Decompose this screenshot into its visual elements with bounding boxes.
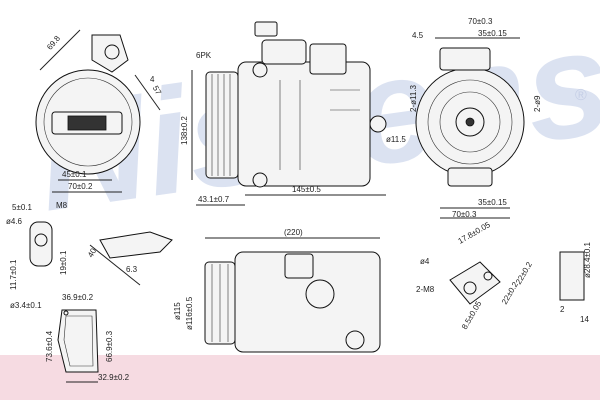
top-view-mount [345, 330, 365, 350]
dim-9-label: 2-ø9 [533, 95, 542, 112]
dim-2-label: 2 [560, 305, 565, 314]
dim-115-label: ø115 [173, 302, 182, 320]
dim-11-7-label: 11.7±0.1 [9, 259, 18, 290]
gasket-detail: ø3.4±0.1 36.9±0.2 73.6±0.4 66.9±0.3 32.9… [10, 293, 130, 383]
dim-28-4-label: ø28.4±0.1 [583, 241, 592, 278]
rear-ring-2 [439, 91, 501, 153]
rear-top-port [439, 47, 491, 71]
top-view-housing [234, 251, 381, 353]
top-view-connector [284, 253, 314, 279]
fitting-detail: 5±0.1 M8 ø4.6 19±0.1 11.7±0.1 6.3 40 [6, 201, 173, 290]
dim-32-9-label: 32.9±0.2 [98, 373, 130, 382]
rear-mount-bore [369, 115, 387, 133]
compressor-side-view-left: 69.8 57 4 45±0.1 70±0.2 [35, 29, 163, 193]
dim-3-4-label: ø3.4±0.1 [10, 301, 42, 310]
gasket-inner [63, 315, 94, 367]
rear-valve-block [309, 43, 347, 75]
gasket-hole [63, 310, 69, 316]
m8-2-label: 2-M8 [416, 285, 435, 294]
dim-19-label: 19±0.1 [59, 250, 68, 275]
dim-4-6-label: ø4.6 [6, 217, 23, 226]
dim-40-label: 40 [86, 246, 99, 259]
dim-69-label: 69.8 [45, 34, 62, 52]
dim-22-label: 22±0.2 [514, 260, 534, 286]
dim-5-label: 5±0.1 [12, 203, 33, 212]
compressor-rear-view: 70±0.3 35±0.15 4.5 2-ø11.3 2-ø9 35±0.15 … [409, 17, 542, 219]
dim-14-label: 14 [580, 315, 589, 324]
compressor-housing [237, 61, 371, 187]
flange-outline [449, 261, 501, 305]
mount-ear-top [252, 62, 268, 78]
flange-bolt-2 [483, 271, 493, 281]
footer-band [0, 355, 600, 400]
bracket-slot [67, 115, 107, 131]
flange-bolt-1 [463, 281, 477, 295]
dim-43-label: 43.1±0.7 [198, 195, 230, 204]
m8-label: M8 [56, 201, 68, 210]
dim-36-9-label: 36.9±0.2 [62, 293, 94, 302]
port-flange-detail: ø4 2-M8 17.8±0.05 22±0.2 22±0.2 8.5±0.05… [416, 220, 592, 331]
dim-line-69 [39, 29, 81, 71]
dim-66-9-label: 66.9±0.3 [105, 330, 114, 362]
dim-17-8-label: 17.8±0.05 [457, 220, 493, 246]
dim-6-3-label: 6.3 [126, 265, 138, 274]
dim-22b-label: 22±0.2 [500, 280, 520, 306]
dim-138-label: 138±0.2 [180, 116, 189, 145]
dim-line-6-3 [89, 244, 141, 286]
port-profile [559, 251, 585, 301]
bracket-profile [99, 231, 173, 259]
port-bolt [104, 44, 120, 60]
dim-11-3-label: 2-ø11.3 [409, 84, 418, 112]
top-view-valve [305, 279, 335, 309]
belt-label: 6PK [196, 51, 212, 60]
bore-label: ø11.5 [386, 135, 406, 144]
dim-45-label: 45±0.1 [62, 170, 87, 179]
clutch-connector [261, 39, 307, 65]
plug-symbol [254, 21, 278, 37]
rear-ring-1 [427, 79, 513, 165]
dim-8-5-label: 8.5±0.05 [460, 299, 484, 331]
compressor-top-view: (220) ø115 ø116±0.5 [173, 228, 381, 353]
fitting-hole [34, 233, 48, 247]
dim-rear-35b-label: 35±0.15 [478, 198, 507, 207]
dim-145-label: 145±0.5 [292, 185, 321, 194]
dim-line-57 [134, 74, 161, 111]
rear-bottom-port [447, 167, 493, 187]
dim-rear-70-label: 70±0.3 [468, 17, 493, 26]
dim-4-label: ø4 [420, 257, 430, 266]
dim-4-label: 4 [150, 75, 155, 84]
dim-rear-35-label: 35±0.15 [478, 29, 507, 38]
pulley [205, 71, 239, 179]
dim-4-5-label: 4.5 [412, 31, 424, 40]
mount-ear-bottom [252, 172, 268, 188]
dim-220-label: (220) [284, 228, 303, 237]
shaft [465, 117, 475, 127]
dim-73-6-label: 73.6±0.4 [45, 330, 54, 362]
compressor-inner-ring [43, 77, 133, 167]
dim-rear-70b-label: 70±0.3 [452, 210, 477, 219]
dim-70-label: 70±0.2 [68, 182, 93, 191]
registered-mark: ® [575, 87, 587, 104]
dim-116-label: ø116±0.5 [185, 296, 194, 330]
compressor-front-view: 6PK 138±0.2 ø11.5 43.1±0.7 145±0.5 [180, 21, 406, 206]
